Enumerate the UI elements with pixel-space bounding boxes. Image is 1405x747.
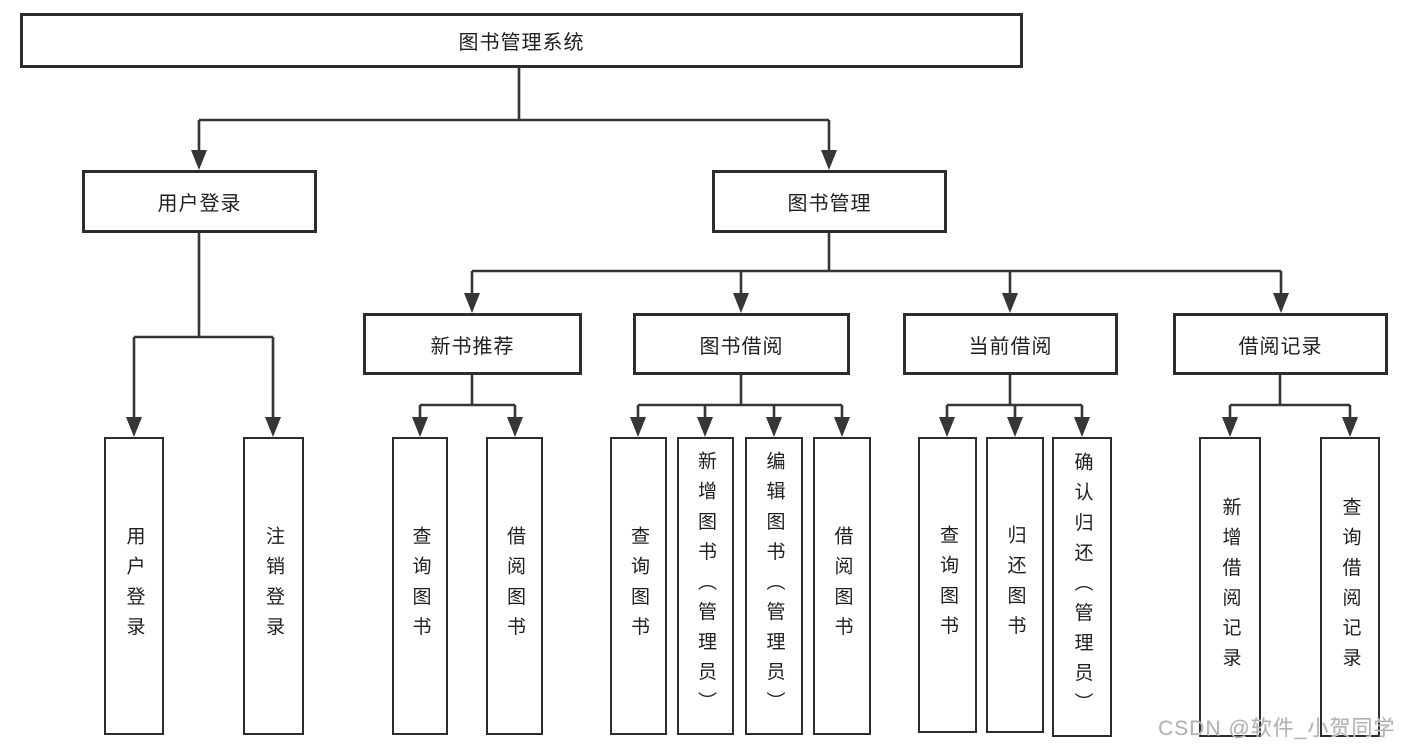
leaf-return-book: 归还图书 xyxy=(986,437,1044,733)
leaf-borrow-book-label: 借阅图书 xyxy=(831,525,853,647)
leaf-add-book-admin: 新增图书（管理员） xyxy=(677,437,734,735)
node-book-management-label: 图书管理 xyxy=(787,193,872,215)
leaf-add-book-admin-label: 新增图书（管理员） xyxy=(695,450,716,722)
leaf-query-book-borrow-label: 查询图书 xyxy=(628,525,649,647)
leaf-user-login-label: 用户登录 xyxy=(123,525,145,647)
node-user-login-label: 用户登录 xyxy=(157,193,242,215)
leaf-borrow-book: 借阅图书 xyxy=(813,437,871,735)
node-library-system: 图书管理系统 xyxy=(20,13,1023,68)
leaf-query-borrow-record: 查询借阅记录 xyxy=(1320,437,1380,737)
node-book-management: 图书管理 xyxy=(712,170,947,233)
node-borrow-records: 借阅记录 xyxy=(1173,313,1388,375)
leaf-edit-book-admin: 编辑图书（管理员） xyxy=(745,437,803,735)
node-new-book-recommend-label: 新书推荐 xyxy=(430,335,515,358)
node-book-borrow-label: 图书借阅 xyxy=(699,335,784,358)
leaf-logout-login-label: 注销登录 xyxy=(263,525,284,647)
leaf-borrow-book-recommend: 借阅图书 xyxy=(486,437,543,735)
node-new-book-recommend: 新书推荐 xyxy=(363,313,582,375)
node-user-login: 用户登录 xyxy=(82,170,317,233)
node-current-borrow-label: 当前借阅 xyxy=(968,335,1053,358)
node-library-system-label: 图书管理系统 xyxy=(458,32,585,54)
leaf-borrow-book-recommend-label: 借阅图书 xyxy=(504,525,525,647)
leaf-return-book-label: 归还图书 xyxy=(1004,524,1026,646)
leaf-confirm-return-admin-label: 确认归还（管理员） xyxy=(1071,451,1093,723)
leaf-add-borrow-record: 新增借阅记录 xyxy=(1199,437,1261,737)
leaf-query-borrow-record-label: 查询借阅记录 xyxy=(1339,496,1361,678)
node-current-borrow: 当前借阅 xyxy=(903,313,1118,375)
node-borrow-records-label: 借阅记录 xyxy=(1238,335,1323,358)
leaf-confirm-return-admin: 确认归还（管理员） xyxy=(1052,437,1112,737)
leaf-query-book-recommend-label: 查询图书 xyxy=(409,525,431,647)
node-book-borrow: 图书借阅 xyxy=(633,313,850,375)
csdn-watermark: CSDN @软件_小贺同学 xyxy=(1158,717,1396,740)
leaf-query-book-current: 查询图书 xyxy=(918,437,977,733)
leaf-add-borrow-record-label: 新增借阅记录 xyxy=(1219,496,1241,678)
leaf-logout-login: 注销登录 xyxy=(243,437,304,735)
leaf-query-book-recommend: 查询图书 xyxy=(392,437,448,735)
leaf-query-book-current-label: 查询图书 xyxy=(937,524,958,646)
leaf-edit-book-admin-label: 编辑图书（管理员） xyxy=(763,450,785,722)
leaf-user-login: 用户登录 xyxy=(104,437,164,735)
leaf-query-book-borrow: 查询图书 xyxy=(610,437,667,735)
